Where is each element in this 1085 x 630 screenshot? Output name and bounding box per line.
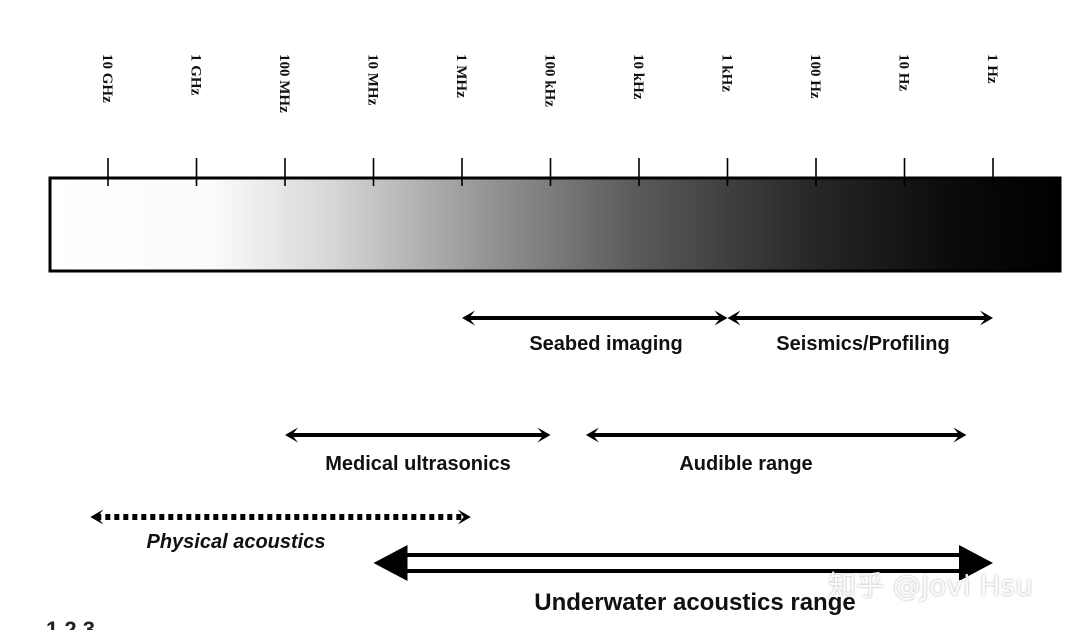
watermark-text: 知乎 @Jovi Hsu (828, 569, 1033, 602)
tick-label: 1 GHz (188, 54, 204, 96)
seismics-profiling-label: Seismics/Profiling (776, 333, 949, 355)
range-arrow-head-right (714, 310, 728, 326)
tick-label: 1 Hz (984, 54, 1000, 84)
tick-label: 10 GHz (99, 54, 115, 103)
cut-off-text: 1.2.3 (46, 617, 95, 630)
tick-marks: 10 GHz 1 GHz 100 MHz 10 MHz 1 MHz 100 kHz 10 k… (99, 54, 1000, 186)
tick-label: 10 Hz (896, 54, 912, 91)
tick-label: 10 MHz (365, 54, 381, 106)
tick-label: 1 kHz (719, 54, 735, 92)
range-arrow-head-left (462, 310, 475, 326)
range-arrow-head-right (537, 427, 551, 443)
range-arrow-head-right (959, 545, 993, 581)
tick-label: 100 Hz (807, 54, 823, 99)
range-arrow-head-left (727, 310, 741, 326)
tick-label: 10 kHz (630, 54, 646, 100)
underwater-acoustics-label: Underwater acoustics range (534, 589, 855, 616)
range-arrow-head-right (457, 509, 471, 525)
range-arrow-head-left (90, 509, 104, 525)
tick-label: 100 kHz (542, 54, 558, 107)
range-arrow-head-left (373, 545, 408, 581)
seabed-imaging-label: Seabed imaging (529, 333, 682, 355)
range-arrow-head-right (980, 310, 993, 326)
range-arrows: Seabed imaging Seismics/ProfilingMedical … (90, 310, 993, 616)
tick-label: 100 MHz (276, 54, 292, 113)
range-arrow-head-right (953, 427, 967, 443)
range-arrow-head-left (285, 427, 298, 443)
medical-ultrasonics-label: Medical ultrasonics (325, 453, 511, 475)
audible-range-label: Audible range (679, 453, 812, 475)
range-arrow-head-left (585, 427, 599, 443)
tick-label: 1 MHz (453, 54, 469, 98)
frequency-gradient-bar (48, 176, 1062, 273)
physical-acoustics-label: Physical acoustics (147, 531, 326, 553)
